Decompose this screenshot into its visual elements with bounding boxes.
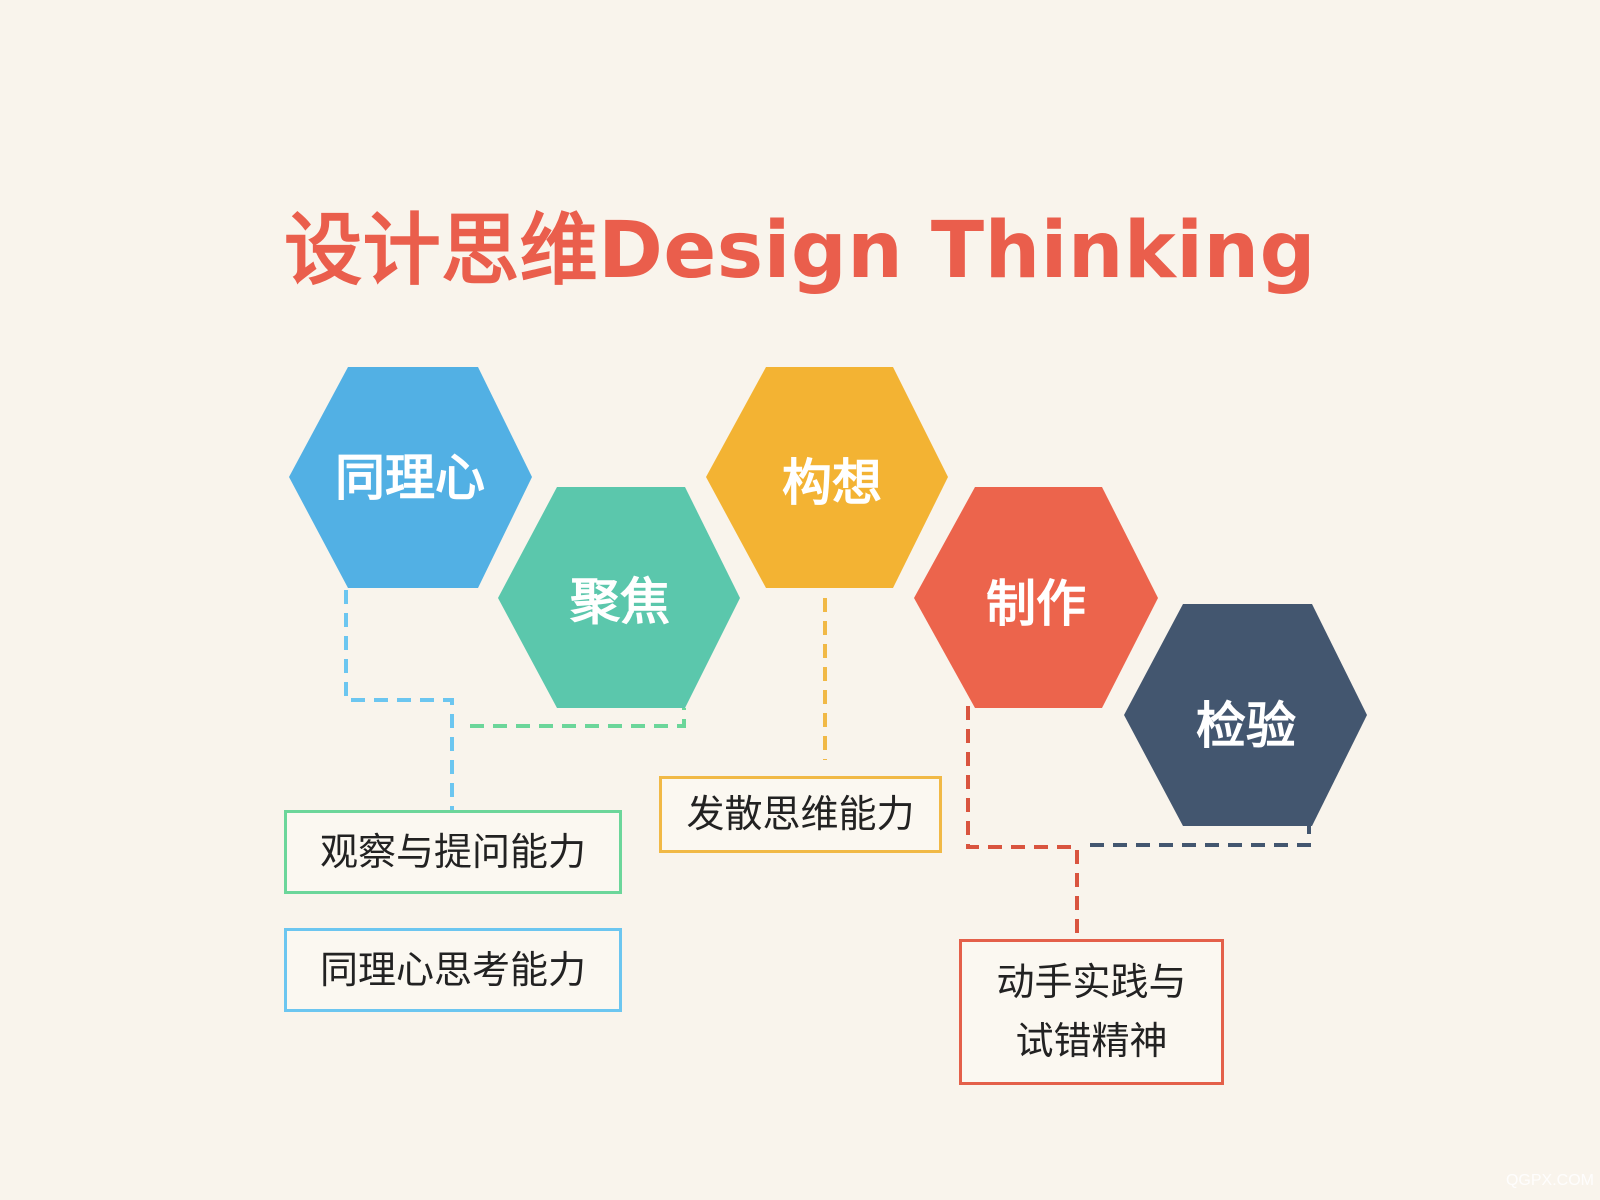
page-title: 设计思维Design Thinking xyxy=(284,206,1316,296)
connector-empathize xyxy=(344,590,454,812)
ability-box-empathy-thinking: 同理心思考能力 xyxy=(284,928,622,1012)
connector-prototype xyxy=(966,706,1079,936)
hex-label-test: 检验 xyxy=(1196,697,1296,755)
hex-prototype: 制作 xyxy=(914,487,1158,708)
hex-define: 聚焦 xyxy=(498,487,740,708)
connector-test xyxy=(1090,826,1311,847)
hex-label-ideate: 构想 xyxy=(782,454,882,512)
hex-ideate: 构想 xyxy=(706,367,948,588)
hex-label-define: 聚焦 xyxy=(569,573,670,631)
ability-text-observe-question: 观察与提问能力 xyxy=(319,829,586,874)
ability-box-hands-on: 动手实践与 试错精神 xyxy=(959,939,1224,1085)
hex-label-prototype: 制作 xyxy=(986,575,1086,633)
connector-define xyxy=(470,708,686,728)
ability-text-hands-on-line2: 试错精神 xyxy=(1015,1019,1168,1063)
watermark: QGPX.COM xyxy=(1505,1172,1594,1189)
ability-text-empathy-thinking: 同理心思考能力 xyxy=(319,947,586,992)
hex-empathize: 同理心 xyxy=(289,367,532,588)
ability-text-hands-on-line1: 动手实践与 xyxy=(996,960,1187,1005)
ability-box-observe-question: 观察与提问能力 xyxy=(284,810,622,894)
ability-text-divergent-thinking: 发散思维能力 xyxy=(686,792,915,837)
hex-label-empathize: 同理心 xyxy=(335,449,485,507)
ability-box-divergent-thinking: 发散思维能力 xyxy=(659,776,942,853)
hex-test: 检验 xyxy=(1124,604,1367,826)
